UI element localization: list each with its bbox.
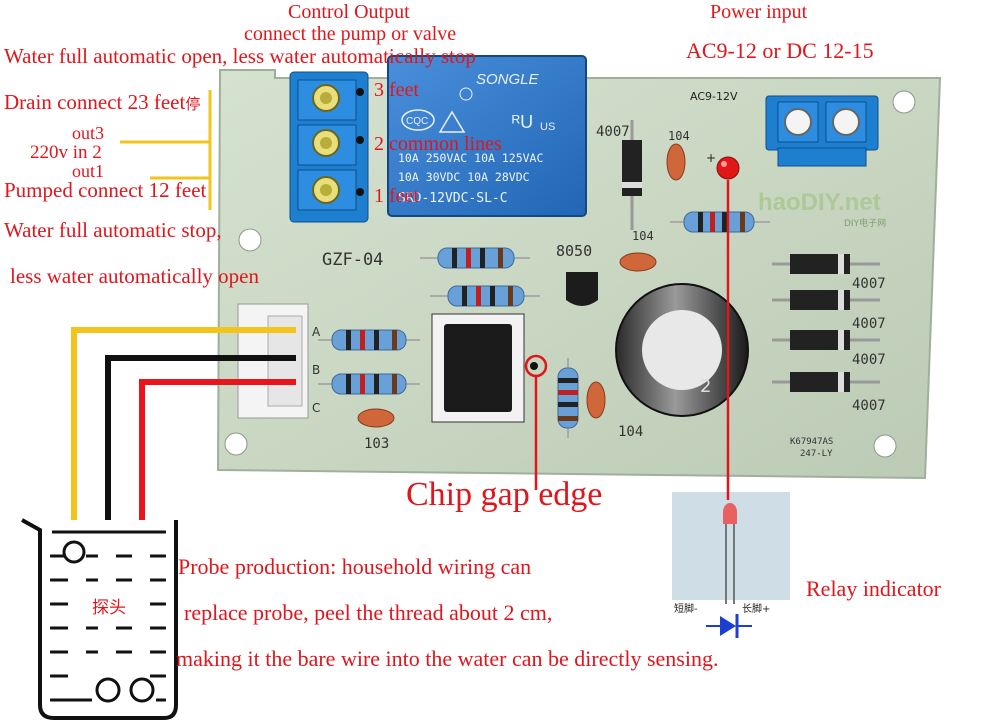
resistor <box>420 247 530 269</box>
svg-text:2: 2 <box>700 376 711 397</box>
svg-text:+: + <box>706 151 716 165</box>
cap-104-bottom: 104 <box>618 424 643 440</box>
capacitor-104 <box>619 252 657 272</box>
electrolytic-capacitor: 2 <box>615 283 749 417</box>
probe-tip <box>129 677 155 703</box>
label-terminal-3: 3 feet <box>374 79 419 101</box>
label-out3: out3 <box>72 123 105 143</box>
label-pumped-connect: Pumped connect 12 feet <box>4 178 207 202</box>
power-input-terminal: AC9-12V <box>690 90 879 167</box>
label-water-full-stop: Water full automatic stop, <box>4 218 222 242</box>
cap-104-top: 104 <box>668 129 690 143</box>
cqc-icon <box>401 109 435 131</box>
label-chip-gap: Chip gap edge <box>406 476 603 513</box>
diode-symbol-icon <box>720 616 736 636</box>
cap-103: 103 <box>364 436 389 452</box>
board-model: GZF-04 <box>322 250 383 270</box>
screw-icon <box>832 108 860 136</box>
diode <box>772 372 880 392</box>
pin-c-label: C <box>312 401 320 415</box>
label-probe-line2: replace probe, peel the thread about 2 c… <box>184 600 553 625</box>
led-long-leg: 长脚+ <box>742 602 770 615</box>
label-water-full-open: Water full automatic open, less water au… <box>4 44 476 68</box>
label-less-water-open: less water automatically open <box>10 264 259 288</box>
screw-icon <box>784 108 812 136</box>
drain-text: Drain connect 23 feet <box>4 90 186 114</box>
label-connect-pump: connect the pump or valve <box>244 23 457 45</box>
diode-label: 4007 <box>852 276 886 292</box>
resistor <box>670 211 770 233</box>
diode <box>772 290 880 310</box>
capacitor-104 <box>586 381 606 419</box>
resistor <box>557 358 579 438</box>
svg-text:US: US <box>540 121 555 133</box>
label-drain-connect: Drain connect 23 feet停 <box>4 92 200 113</box>
serial-2: 247-LY <box>800 449 833 459</box>
brand-logo: haoDIY.net <box>758 189 881 216</box>
registered-icon <box>459 87 473 101</box>
label-relay-indicator: Relay indicator <box>806 576 942 601</box>
diode-label: 4007 <box>596 124 630 140</box>
diode-label: 4007 <box>852 352 886 368</box>
label-probe-cn: 探头 <box>92 598 126 618</box>
label-terminal-1: 1 feet <box>374 185 419 207</box>
label-power-spec: AC9-12 or DC 12-15 <box>686 38 874 63</box>
resistor <box>318 329 420 351</box>
transistor-label: 8050 <box>556 242 592 260</box>
label-out1: out1 <box>72 161 105 181</box>
ic-chip <box>431 313 538 423</box>
wire-yellow <box>71 327 296 548</box>
diode-label: 4007 <box>852 398 886 414</box>
relay-rating-1: 10A 250VAC 10A 125VAC <box>398 151 543 165</box>
capacitor-104-top <box>666 143 686 181</box>
resistor <box>430 285 540 307</box>
warning-triangle-icon <box>438 110 466 133</box>
label-control-output: Control Output <box>288 1 410 23</box>
led-diagram <box>672 180 790 638</box>
relay-model: SRD-12VDC-SL-C <box>398 191 508 206</box>
led-indicator: + <box>706 151 740 180</box>
led-short-leg: 短脚- <box>674 602 698 615</box>
label-220v: 220v in 2 <box>30 142 102 163</box>
transistor <box>566 272 598 306</box>
diode-label: 4007 <box>852 316 886 332</box>
brand-sub: DIY电子网 <box>844 217 886 229</box>
svg-text:CQC: CQC <box>406 116 428 127</box>
pin-b-label: B <box>312 363 320 377</box>
diode-relay <box>622 120 642 230</box>
cap-104-mid: 104 <box>632 229 654 243</box>
probe-tip <box>95 677 121 703</box>
label-terminal-2: 2 common lines <box>374 133 502 155</box>
ul-icon: ᴿU <box>512 112 533 132</box>
label-power-input: Power input <box>710 1 808 23</box>
control-output-terminal <box>289 71 369 223</box>
beaker <box>21 518 178 720</box>
drain-suffix: 停 <box>185 95 201 113</box>
capacitor-103 <box>357 408 395 428</box>
probe-tip <box>62 540 86 564</box>
relay-brand: SONGLE <box>476 71 540 88</box>
pin-a-label: A <box>312 325 321 339</box>
serial-1: K67947AS <box>790 437 833 447</box>
ac-label: AC9-12V <box>690 90 738 103</box>
relay-rating-2: 10A 30VDC 10A 28VDC <box>398 170 530 184</box>
diode <box>772 254 880 274</box>
label-probe-line1: Probe production: household wiring can <box>178 554 532 579</box>
resistor <box>318 373 420 395</box>
label-probe-line3: making it the bare wire into the water c… <box>176 646 719 671</box>
relay: SONGLE CQC ᴿU US 10A 250VAC 10A 125VAC 1… <box>387 55 587 217</box>
diode <box>772 330 880 350</box>
